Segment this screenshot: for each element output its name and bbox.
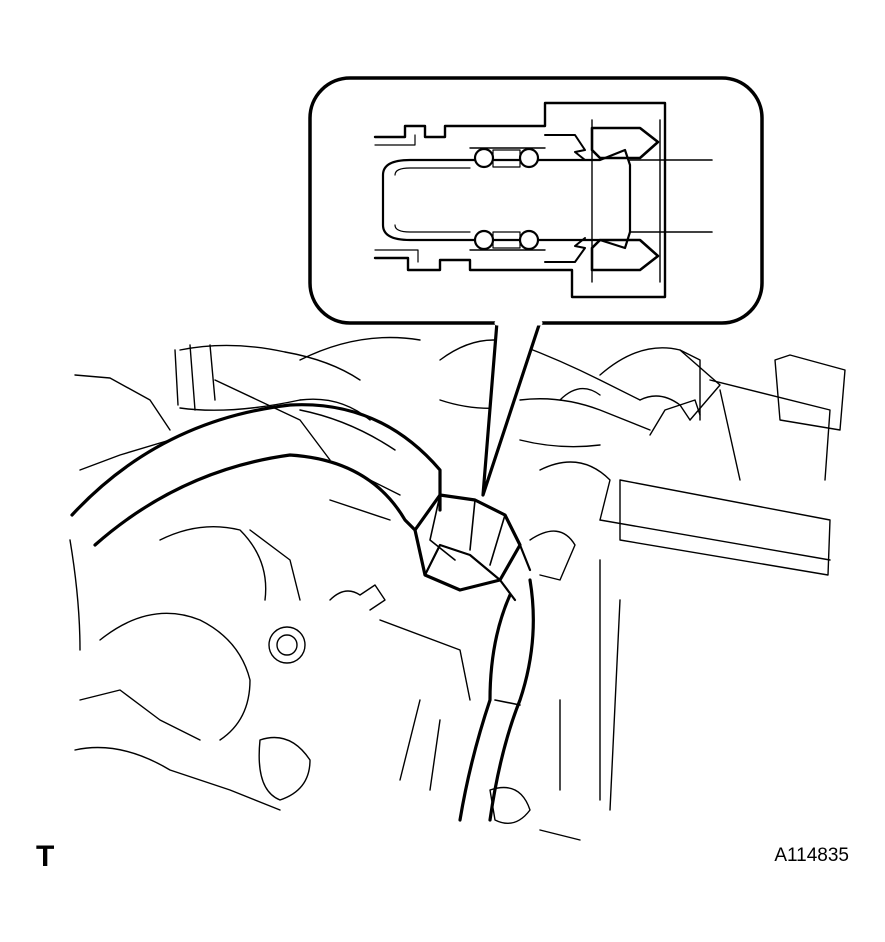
quick-connector: [413, 493, 532, 602]
fuel-hose: [69, 403, 442, 651]
engine-background: [74, 336, 846, 841]
callout-pointer: [481, 320, 542, 497]
detail-callout: [308, 76, 764, 326]
corner-mark: T: [36, 840, 55, 873]
figure-id: A114835: [774, 845, 849, 866]
fuel-tube: [458, 578, 535, 822]
